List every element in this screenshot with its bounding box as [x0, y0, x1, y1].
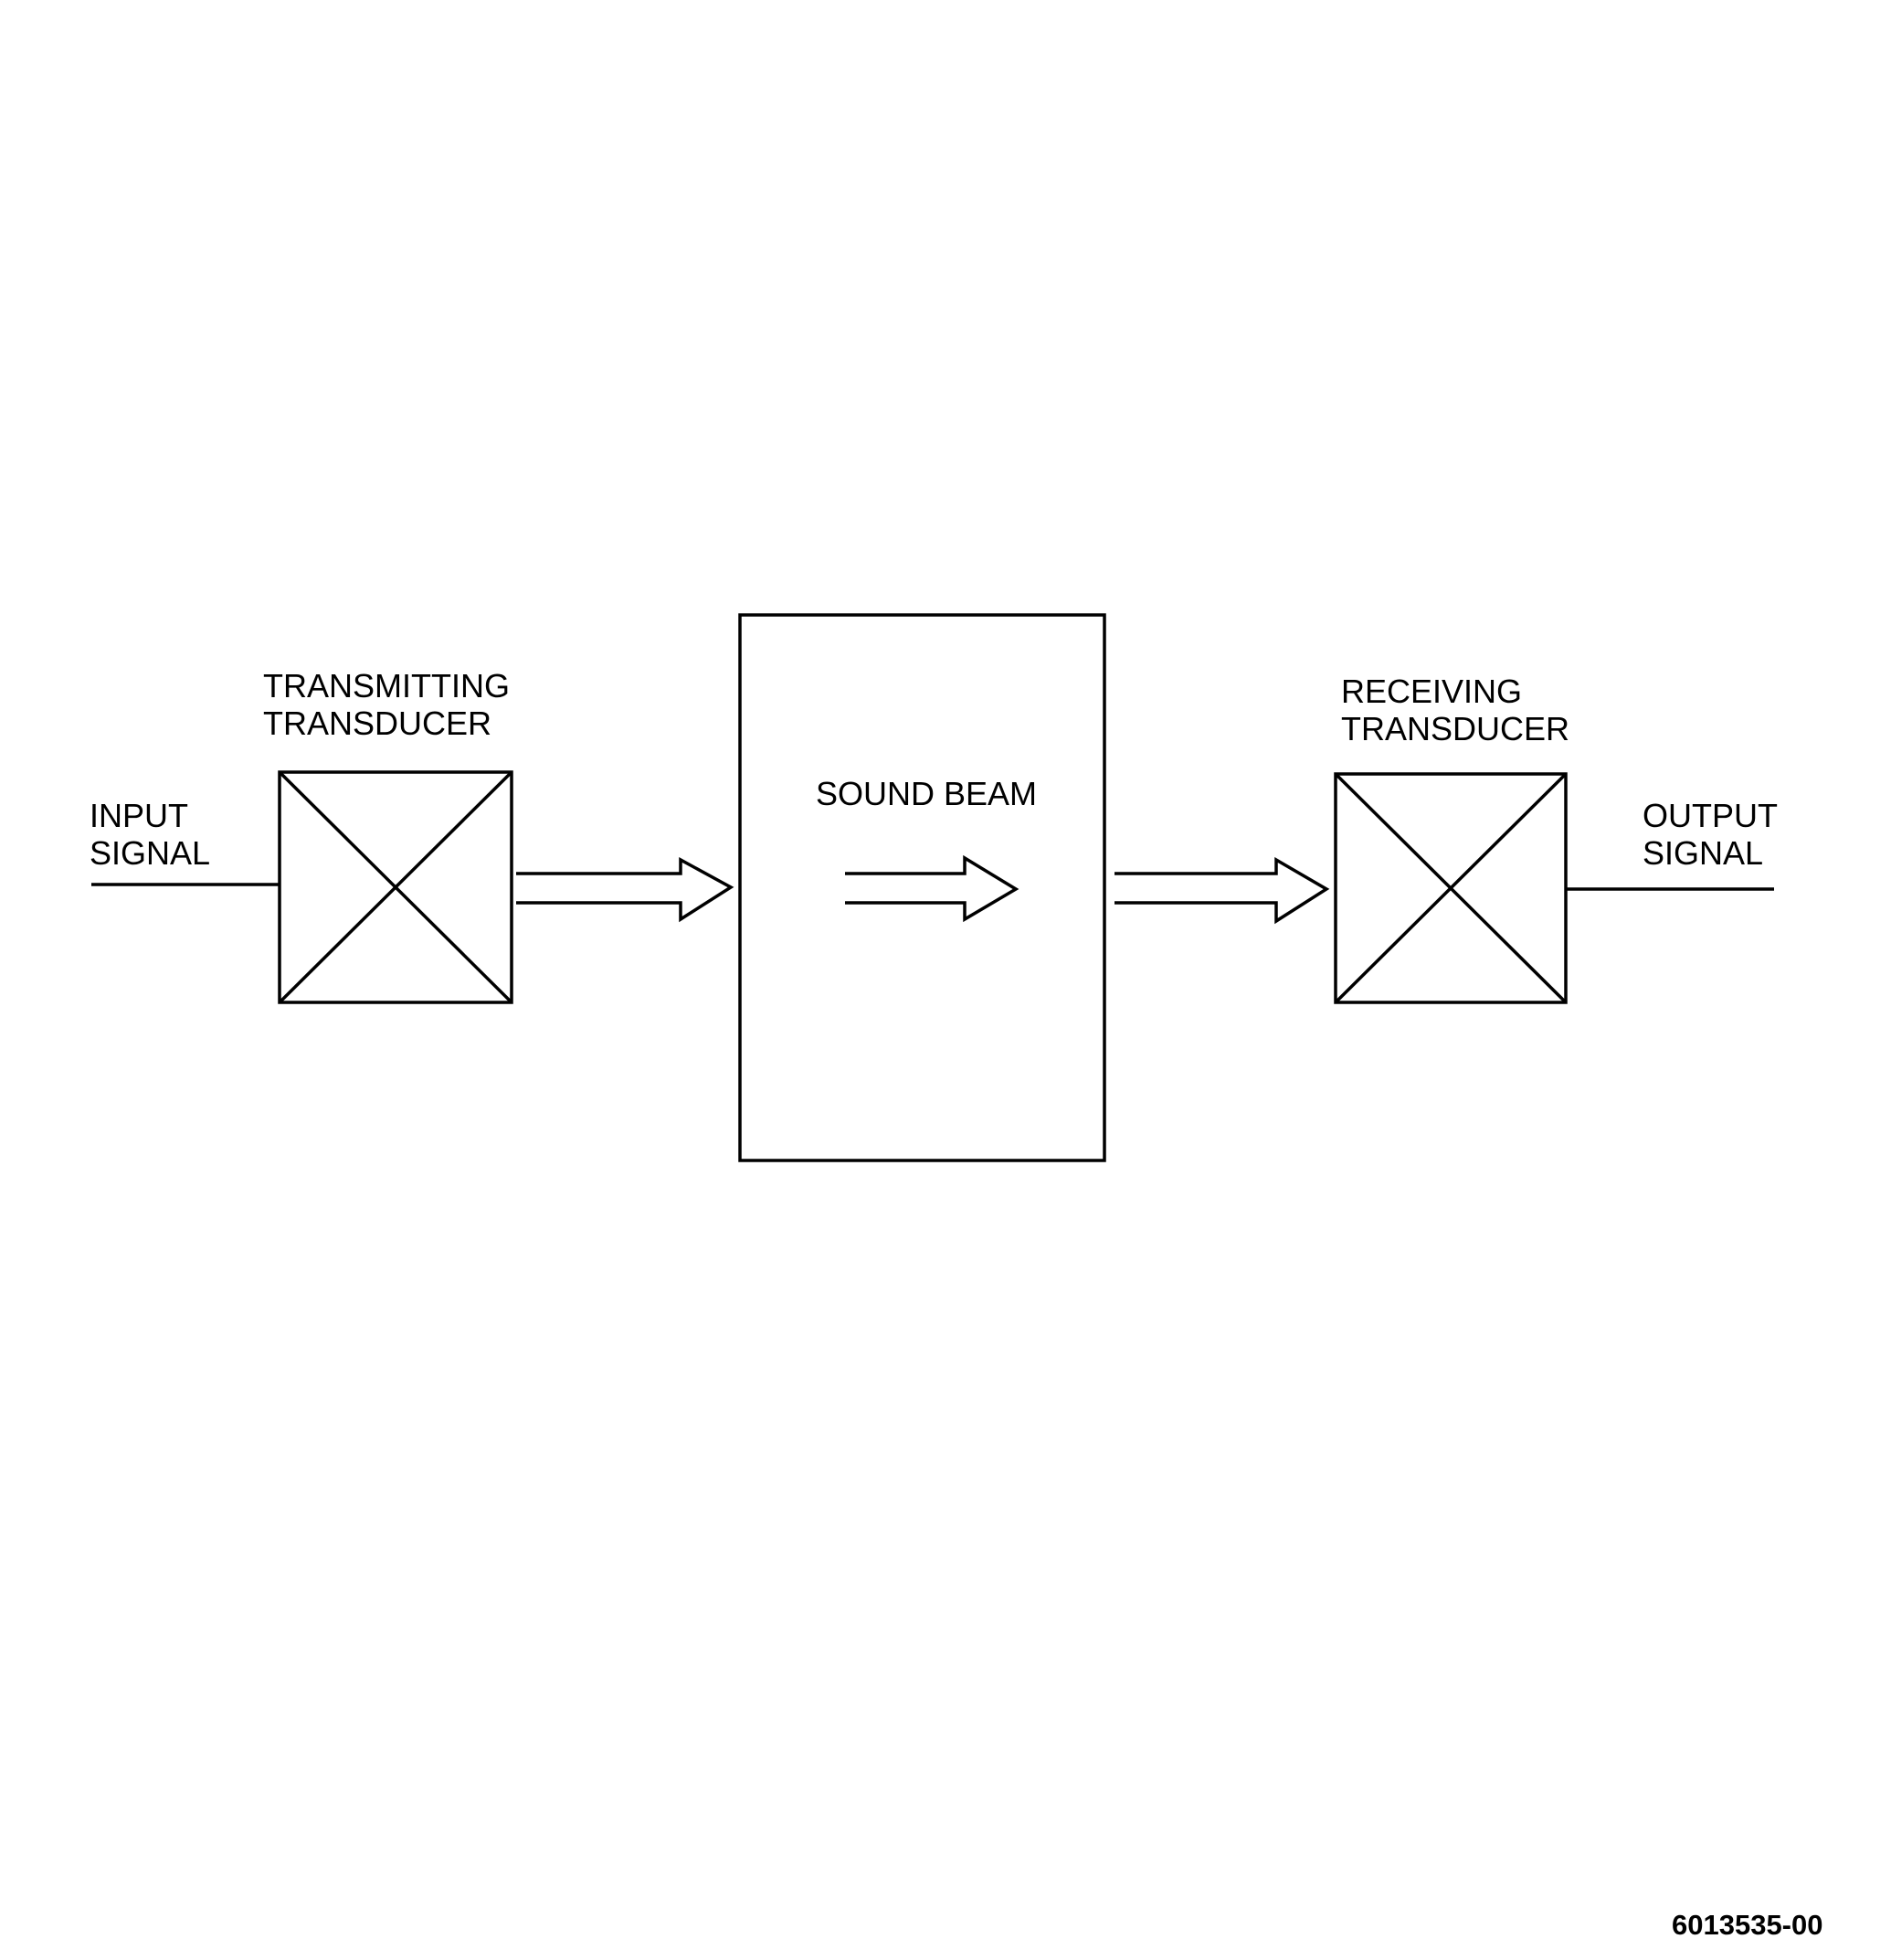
arrow-to-sound-beam: [516, 857, 734, 923]
input-signal-label-line1: INPUT: [90, 797, 188, 834]
sound-beam-label: SOUND BEAM: [816, 775, 1037, 812]
transmitting-transducer-label-line1: TRANSMITTING: [263, 667, 510, 705]
input-signal-label: INPUT SIGNAL: [90, 797, 210, 872]
output-signal-label: OUTPUT SIGNAL: [1643, 797, 1786, 872]
sound-beam-box: [738, 613, 1106, 1162]
receiving-transducer-label-line2: TRANSDUCER: [1341, 710, 1569, 747]
transmitting-transducer: [278, 770, 513, 1004]
arrow-to-receiving-transducer: [1115, 856, 1330, 925]
transmitting-transducer-label-line2: TRANSDUCER: [263, 705, 491, 742]
receiving-transducer: [1334, 772, 1568, 1004]
output-signal-label-line2: SIGNAL: [1643, 834, 1763, 872]
input-signal-label-line2: SIGNAL: [90, 834, 210, 872]
sound-beam-arrow: [845, 854, 1019, 923]
transmitting-transducer-label: TRANSMITTING TRANSDUCER: [263, 667, 519, 742]
receiving-transducer-label-line1: RECEIVING: [1341, 673, 1522, 710]
figure-number: 6013535-00: [1672, 1909, 1823, 1941]
receiving-transducer-label: RECEIVING TRANSDUCER: [1341, 673, 1569, 747]
output-signal-label-line1: OUTPUT: [1643, 797, 1778, 834]
